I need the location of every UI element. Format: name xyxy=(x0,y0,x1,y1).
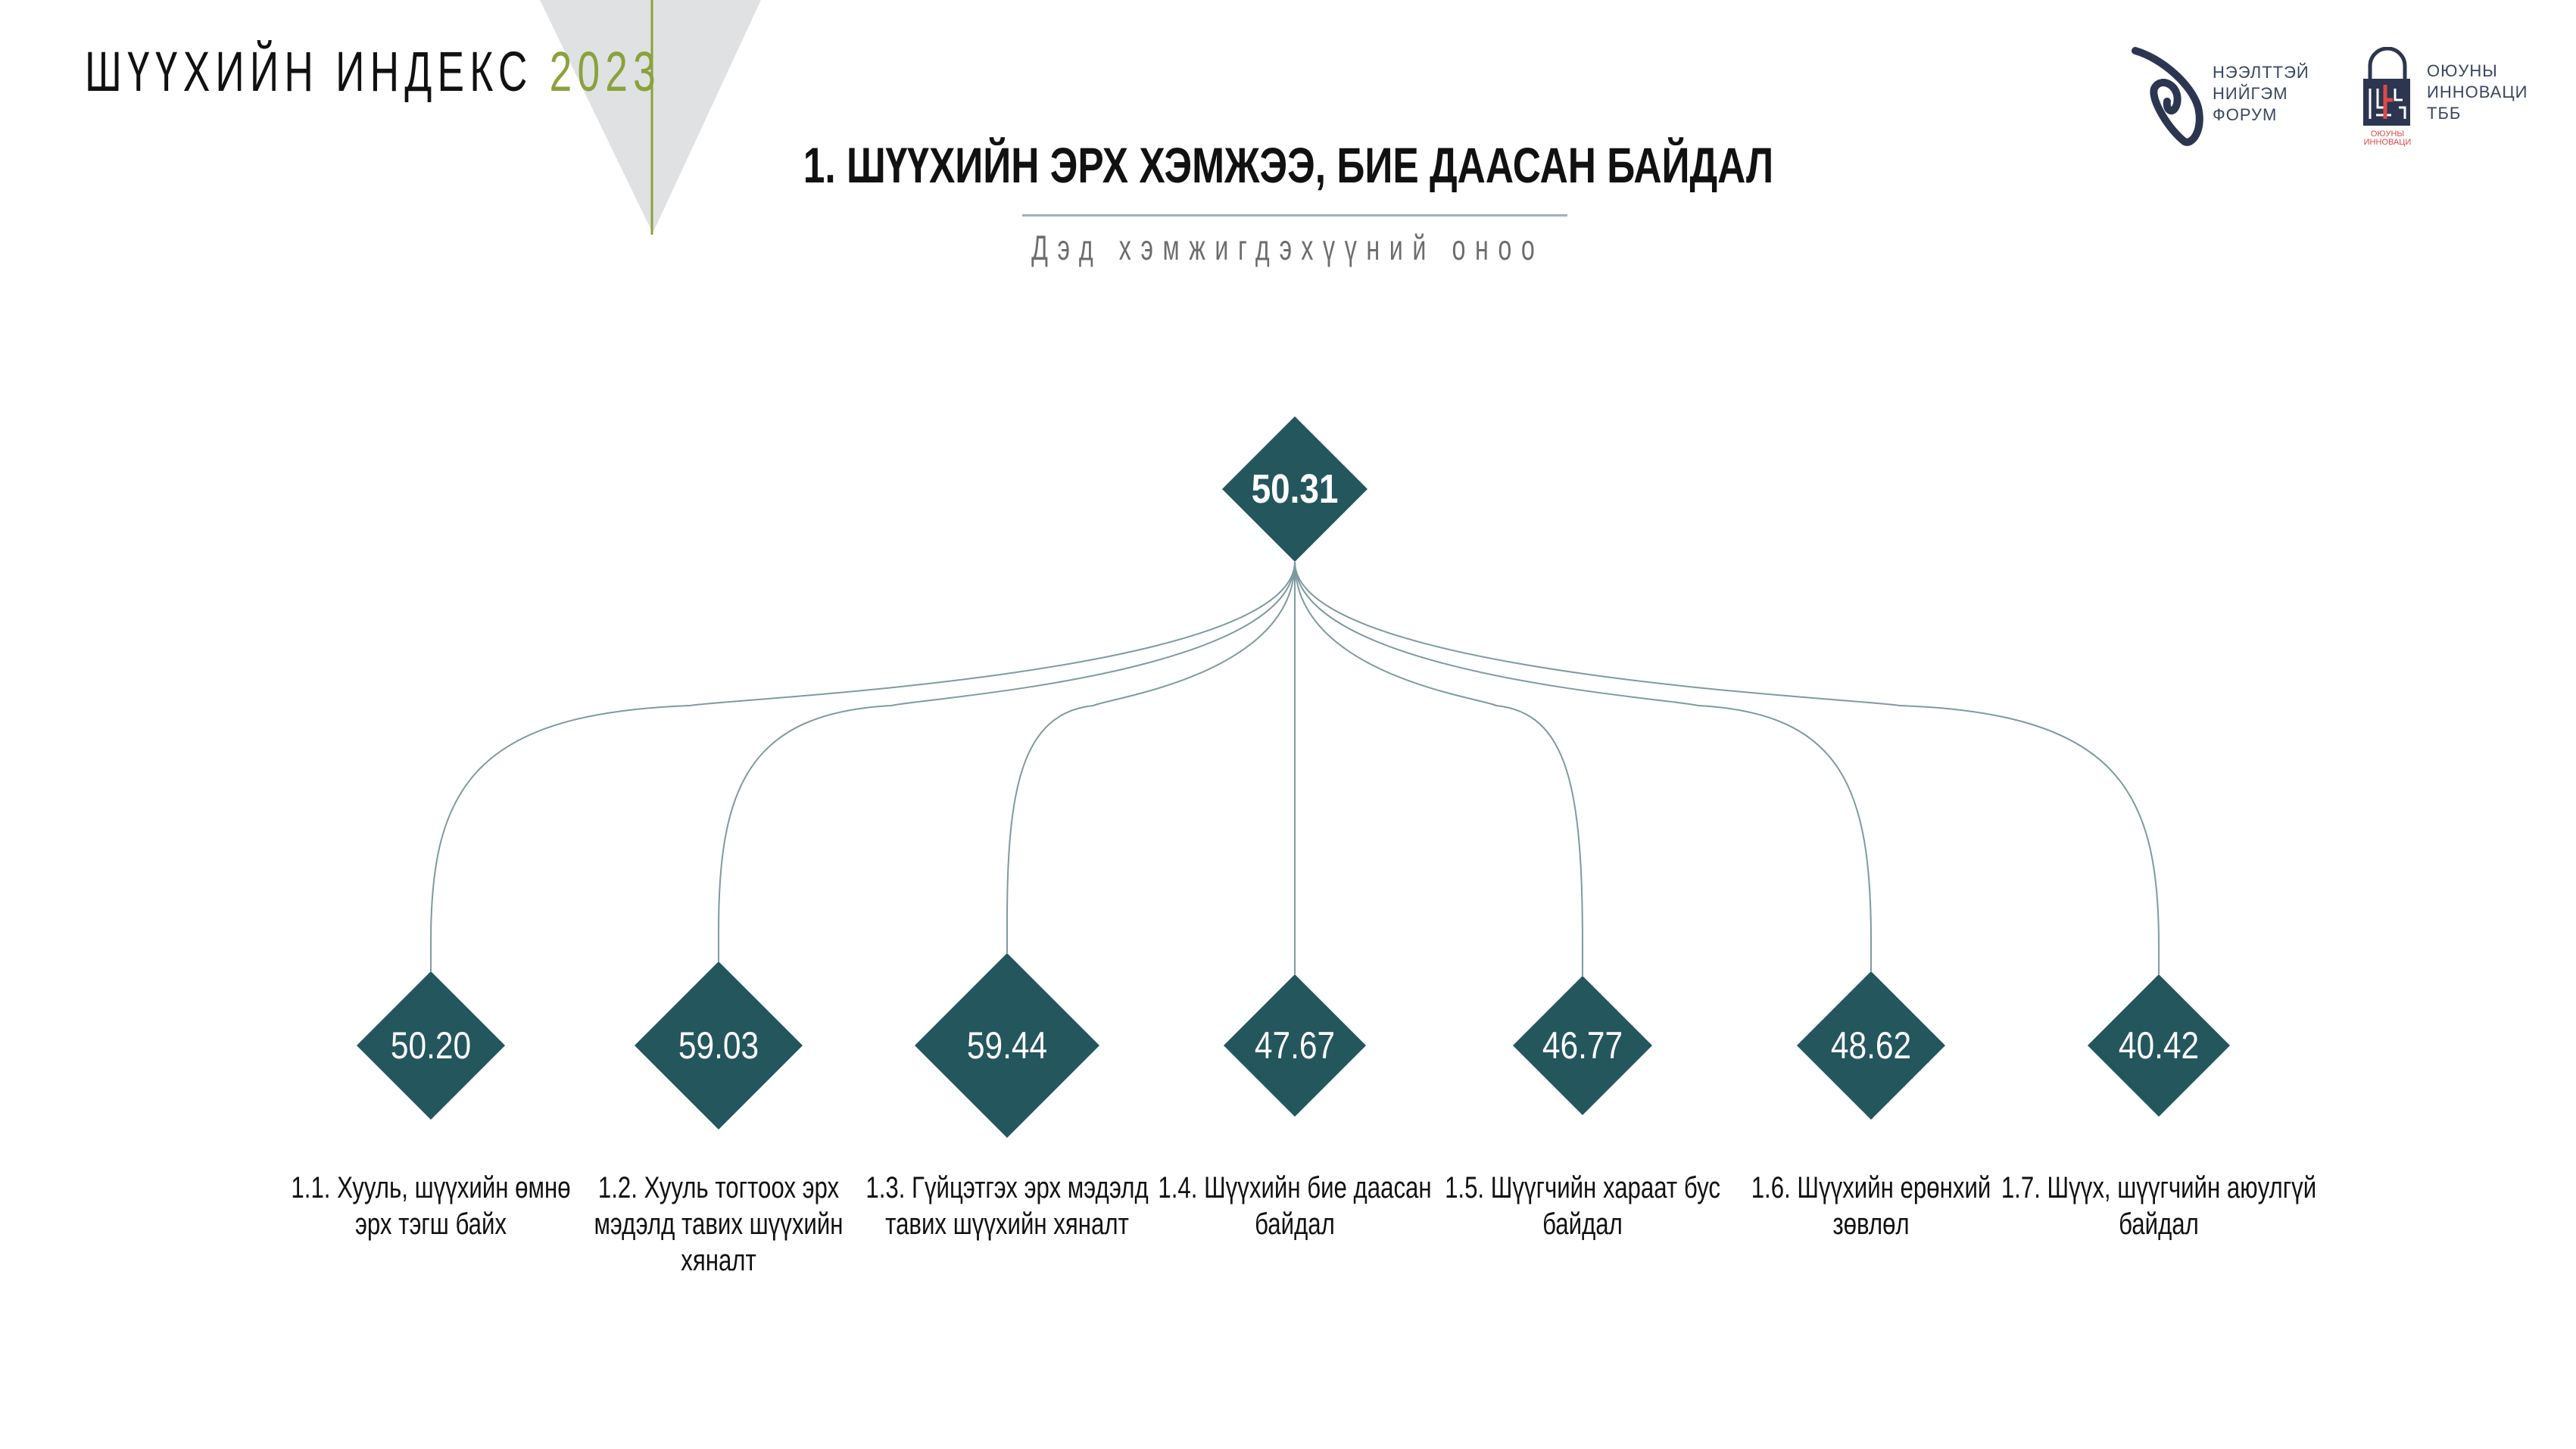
child-node-value: 48.62 xyxy=(1830,1024,1912,1067)
child-node-label: 1.2. Хууль тогтоох эрх мэдэлд тавих шүүх… xyxy=(594,1171,844,1277)
child-node-label: 1.7. Шүүх, шүүгчийн аюулгүй байдал xyxy=(2001,1171,2317,1241)
child-node xyxy=(635,961,803,1130)
tree-link xyxy=(1006,561,1296,953)
grey-triangle xyxy=(540,0,761,233)
root-node xyxy=(1222,416,1368,562)
child-node-value: 47.67 xyxy=(1254,1024,1336,1067)
tree-link xyxy=(1294,561,1872,971)
page-title: 1. ШҮҮХИЙН ЭРХ ХЭМЖЭЭ, БИЕ ДААСАН БАЙДАЛ xyxy=(803,137,1773,193)
child-node-label: 1.5. Шүүгчийн хараат бус байдал xyxy=(1445,1171,1720,1241)
child-node xyxy=(1797,971,1945,1120)
brand-title: ШҮҮХИЙН ИНДЕКС 2023 xyxy=(85,39,661,104)
tree-link xyxy=(1294,561,1583,976)
title-divider xyxy=(1022,214,1567,217)
child-node xyxy=(1513,976,1652,1115)
child-node xyxy=(915,953,1099,1138)
brand-text: ШҮҮХИЙН ИНДЕКС xyxy=(85,40,533,103)
subtitle: Дэд хэмжигдэхүүний оноо xyxy=(1031,228,1545,267)
child-node-value: 40.42 xyxy=(2118,1024,2200,1067)
child-node-label: 1.4. Шүүхийн бие даасан байдал xyxy=(1158,1171,1432,1241)
child-node xyxy=(2088,974,2230,1117)
child-node-value: 59.03 xyxy=(678,1024,759,1067)
tree-link xyxy=(718,561,1296,961)
tree-link xyxy=(1294,561,2160,974)
child-node-value: 50.20 xyxy=(390,1024,472,1067)
child-node-value: 46.77 xyxy=(1542,1024,1623,1067)
root-node-value: 50.31 xyxy=(1251,466,1339,512)
tree-link xyxy=(430,561,1296,971)
child-node-label: 1.3. Гүйцэтгэх эрх мэдэлд тавих шүүхийн … xyxy=(865,1171,1149,1241)
child-node xyxy=(357,971,505,1120)
child-node-label: 1.6. Шүүхийн ерөнхий зөвлөл xyxy=(1751,1171,1991,1241)
padlock-maze-icon xyxy=(2363,46,2410,126)
child-node xyxy=(1224,974,1366,1117)
nff-logo xyxy=(2132,47,2203,153)
child-node-label: 1.1. Хууль, шүүхийн өмнө эрх тэгш байх xyxy=(291,1171,571,1241)
header-decoration xyxy=(540,0,761,235)
brand-year: 2023 xyxy=(549,40,661,103)
spiral-icon xyxy=(2132,47,2203,146)
child-node-value: 59.44 xyxy=(966,1024,1048,1067)
